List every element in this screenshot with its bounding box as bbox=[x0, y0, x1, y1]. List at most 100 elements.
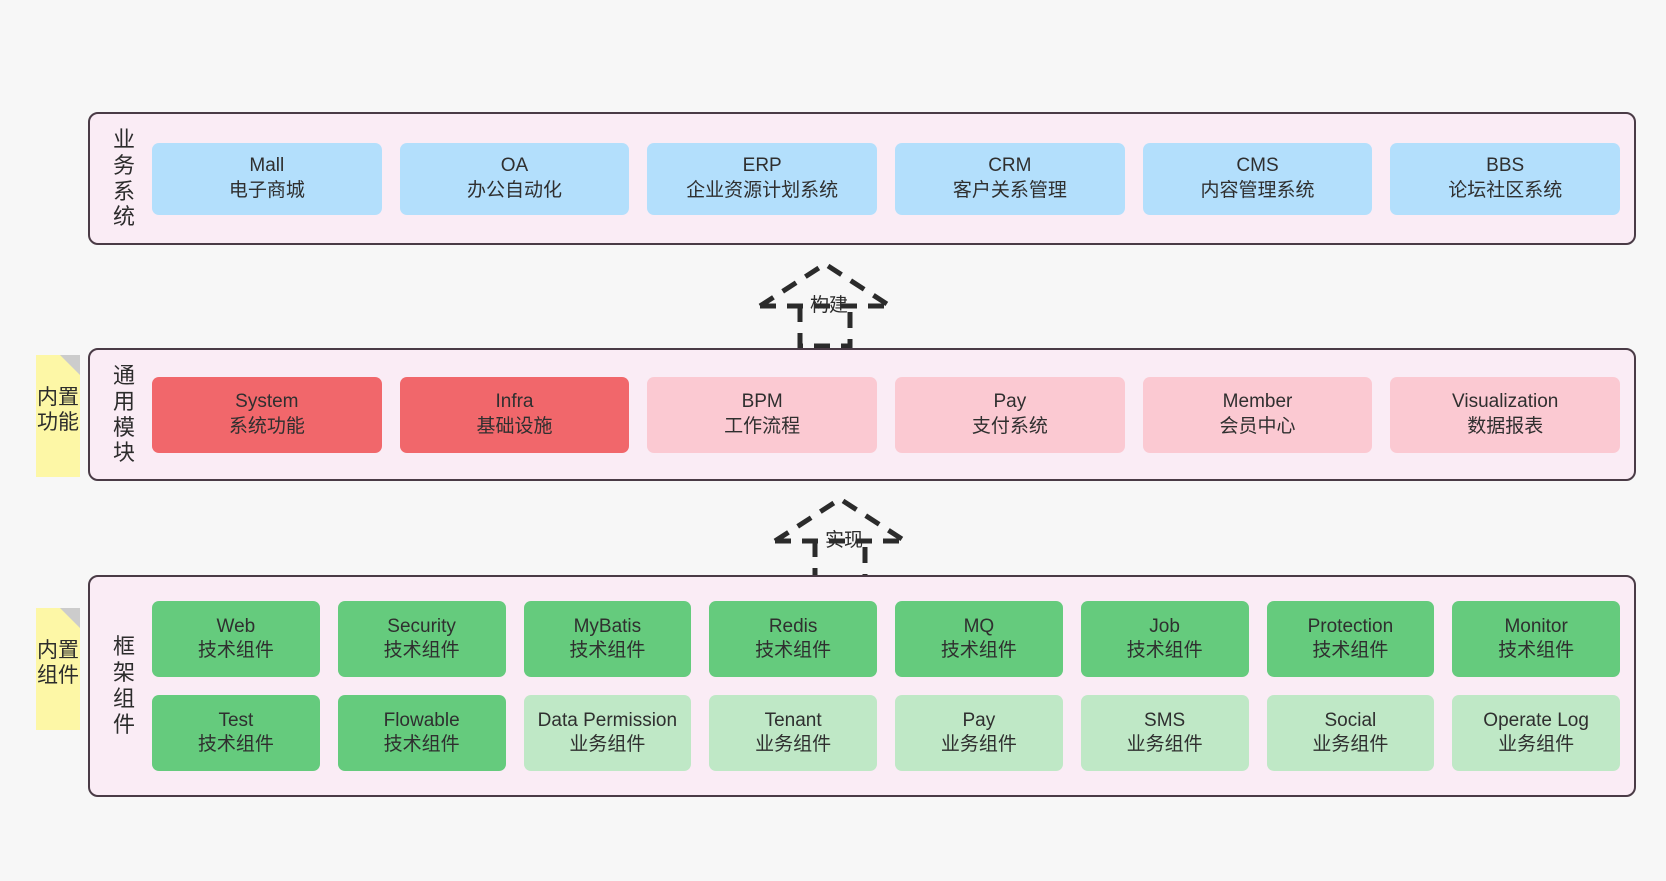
card-subtitle: 技术组件 bbox=[383, 734, 460, 755]
card-mq[interactable]: MQ 技术组件 bbox=[895, 601, 1063, 677]
card-subtitle: 技术组件 bbox=[197, 640, 274, 661]
layer-body-common-module: System 系统功能 Infra 基础设施 BPM 工作流程 Pay 支付系统… bbox=[144, 350, 1634, 479]
generalization-arrow-icon bbox=[758, 261, 892, 349]
layer-body-framework-component: Web 技术组件 Security 技术组件 MyBatis 技术组件 Redi… bbox=[144, 577, 1634, 795]
card-subtitle: 工作流程 bbox=[724, 415, 801, 437]
card-title: Social bbox=[1324, 709, 1377, 731]
card-subtitle: 支付系统 bbox=[971, 415, 1048, 437]
page-fold-icon bbox=[60, 355, 80, 375]
card-title: SMS bbox=[1144, 709, 1186, 731]
card-monitor[interactable]: Monitor 技术组件 bbox=[1452, 601, 1620, 677]
card-tenant[interactable]: Tenant 业务组件 bbox=[709, 695, 877, 771]
card-title: Member bbox=[1222, 391, 1293, 413]
card-pay-business[interactable]: Pay 业务组件 bbox=[895, 695, 1063, 771]
sticky-note-built-in-features: 内置功能 bbox=[36, 355, 80, 477]
card-title: MyBatis bbox=[573, 615, 642, 637]
card-subtitle: 系统功能 bbox=[228, 415, 305, 437]
card-erp[interactable]: ERP 企业资源计划系统 bbox=[647, 142, 878, 215]
layer-business-system: 业务系统 Mall 电子商城 OA 办公自动化 ERP 企业资源计划系统 CRM… bbox=[88, 112, 1636, 245]
card-title: BPM bbox=[741, 391, 783, 413]
card-redis[interactable]: Redis 技术组件 bbox=[709, 601, 877, 677]
card-title: CMS bbox=[1236, 155, 1279, 177]
card-title: OA bbox=[500, 155, 529, 177]
card-subtitle: 会员中心 bbox=[1219, 415, 1296, 437]
card-web[interactable]: Web 技术组件 bbox=[152, 601, 320, 677]
card-social[interactable]: Social 业务组件 bbox=[1266, 695, 1435, 771]
card-subtitle: 业务组件 bbox=[1312, 734, 1389, 755]
card-subtitle: 业务组件 bbox=[1498, 734, 1575, 755]
sticky-note-built-in-components: 内置组件 bbox=[36, 608, 80, 730]
card-job[interactable]: Job 技术组件 bbox=[1080, 601, 1249, 677]
card-flowable[interactable]: Flowable 技术组件 bbox=[337, 695, 506, 771]
sticky-note-label: 内置功能 bbox=[37, 386, 79, 435]
card-title: Visualization bbox=[1452, 391, 1559, 413]
card-oa[interactable]: OA 办公自动化 bbox=[399, 142, 630, 215]
card-row: System 系统功能 Infra 基础设施 BPM 工作流程 Pay 支付系统… bbox=[152, 376, 1621, 453]
card-title: ERP bbox=[742, 155, 782, 177]
card-subtitle: 业务组件 bbox=[1126, 734, 1203, 755]
card-row: Mall 电子商城 OA 办公自动化 ERP 企业资源计划系统 CRM 客户关系… bbox=[152, 142, 1621, 215]
card-bbs[interactable]: BBS 论坛社区系统 bbox=[1390, 142, 1621, 215]
card-sms[interactable]: SMS 业务组件 bbox=[1080, 695, 1249, 771]
card-title: Pay bbox=[993, 391, 1027, 413]
card-bpm[interactable]: BPM 工作流程 bbox=[647, 376, 878, 453]
card-pay[interactable]: Pay 支付系统 bbox=[895, 376, 1125, 453]
card-subtitle: 技术组件 bbox=[383, 640, 460, 661]
card-crm[interactable]: CRM 客户关系管理 bbox=[895, 142, 1125, 215]
layer-title-framework-component: 框架组件 bbox=[112, 634, 135, 737]
card-title: Infra bbox=[495, 391, 534, 413]
connector-build: 构建 bbox=[745, 248, 925, 349]
card-visualization[interactable]: Visualization 数据报表 bbox=[1390, 376, 1621, 453]
card-system[interactable]: System 系统功能 bbox=[152, 376, 382, 453]
card-mall[interactable]: Mall 电子商城 bbox=[152, 142, 382, 215]
card-cms[interactable]: CMS 内容管理系统 bbox=[1142, 142, 1373, 215]
card-member[interactable]: Member 会员中心 bbox=[1142, 376, 1373, 453]
card-subtitle: 企业资源计划系统 bbox=[686, 179, 839, 201]
card-subtitle: 技术组件 bbox=[940, 640, 1017, 661]
layer-common-module: 通用模块 System 系统功能 Infra 基础设施 BPM 工作流程 Pay… bbox=[88, 348, 1636, 481]
card-title: Web bbox=[216, 615, 256, 637]
card-data-permission[interactable]: Data Permission 业务组件 bbox=[523, 695, 692, 771]
card-row: Test 技术组件 Flowable 技术组件 Data Permission … bbox=[152, 695, 1620, 771]
card-subtitle: 内容管理系统 bbox=[1200, 179, 1315, 201]
card-title: Test bbox=[218, 709, 254, 731]
card-subtitle: 技术组件 bbox=[569, 640, 646, 661]
card-row: Web 技术组件 Security 技术组件 MyBatis 技术组件 Redi… bbox=[152, 601, 1620, 677]
card-title: Job bbox=[1149, 615, 1180, 637]
card-mybatis[interactable]: MyBatis 技术组件 bbox=[523, 601, 692, 677]
card-title: Data Permission bbox=[537, 709, 678, 731]
card-title: BBS bbox=[1486, 155, 1525, 177]
card-title: Tenant bbox=[764, 709, 822, 731]
card-subtitle: 技术组件 bbox=[197, 734, 274, 755]
card-security[interactable]: Security 技术组件 bbox=[337, 601, 506, 677]
card-subtitle: 业务组件 bbox=[940, 734, 1017, 755]
card-subtitle: 数据报表 bbox=[1467, 415, 1544, 437]
card-subtitle: 基础设施 bbox=[476, 415, 553, 437]
card-test[interactable]: Test 技术组件 bbox=[152, 695, 320, 771]
card-title: Mall bbox=[249, 155, 285, 177]
card-title: CRM bbox=[988, 155, 1032, 177]
card-subtitle: 技术组件 bbox=[1498, 640, 1575, 661]
card-subtitle: 论坛社区系统 bbox=[1448, 179, 1563, 201]
card-title: Redis bbox=[768, 615, 818, 637]
card-protection[interactable]: Protection 技术组件 bbox=[1266, 601, 1435, 677]
card-subtitle: 电子商城 bbox=[228, 179, 305, 201]
connector-label-build: 构建 bbox=[810, 295, 849, 316]
card-title: System bbox=[235, 391, 299, 413]
card-title: Operate Log bbox=[1483, 709, 1589, 731]
layer-title-business-system: 业务系统 bbox=[112, 126, 135, 230]
card-operate-log[interactable]: Operate Log 业务组件 bbox=[1452, 695, 1620, 771]
card-title: Security bbox=[387, 615, 456, 637]
card-title: Monitor bbox=[1504, 615, 1568, 637]
card-infra[interactable]: Infra 基础设施 bbox=[399, 376, 630, 453]
card-subtitle: 业务组件 bbox=[755, 734, 832, 755]
connector-implement: 实现 bbox=[760, 483, 940, 584]
layer-title-common-module: 通用模块 bbox=[112, 362, 135, 466]
card-title: Protection bbox=[1307, 615, 1394, 637]
card-title: Pay bbox=[962, 709, 996, 731]
card-subtitle: 技术组件 bbox=[755, 640, 832, 661]
page-fold-icon bbox=[60, 608, 80, 628]
connector-label-implement: 实现 bbox=[825, 530, 864, 551]
card-title: MQ bbox=[963, 615, 995, 637]
